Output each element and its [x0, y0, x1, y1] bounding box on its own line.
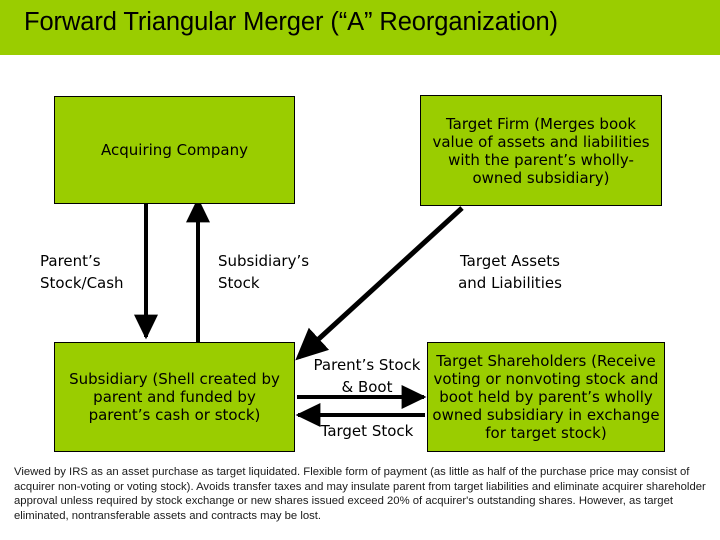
page-title: Forward Triangular Merger (“A” Reorganiz…	[24, 8, 558, 36]
label-subsidiarys-stock: Subsidiary’s Stock	[218, 252, 310, 292]
box-target-firm[interactable]: Target Firm (Merges book value of assets…	[420, 95, 662, 206]
footer-note: Viewed by IRS as an asset purchase as ta…	[14, 466, 706, 523]
box-target-shareholders[interactable]: Target Shareholders (Receive voting or n…	[427, 342, 665, 452]
label-parents-stock-and-boot: Parent’s Stock & Boot	[313, 356, 421, 396]
box-subsidiary[interactable]: Subsidiary (Shell created by parent and …	[54, 342, 295, 452]
title-banner: Forward Triangular Merger (“A” Reorganiz…	[0, 0, 720, 55]
label-target-stock: Target Stock	[320, 422, 414, 440]
label-parents-stock-cash: Parent’s Stock/Cash	[40, 252, 124, 292]
box-acquiring-company[interactable]: Acquiring Company	[54, 96, 295, 204]
merger-diagram: Acquiring Company Target Firm (Merges bo…	[0, 55, 720, 460]
arrow-target-firm-to-subsidiary	[295, 206, 464, 361]
label-target-assets-and-liabilities: Target Assets and Liabilities	[458, 252, 562, 292]
